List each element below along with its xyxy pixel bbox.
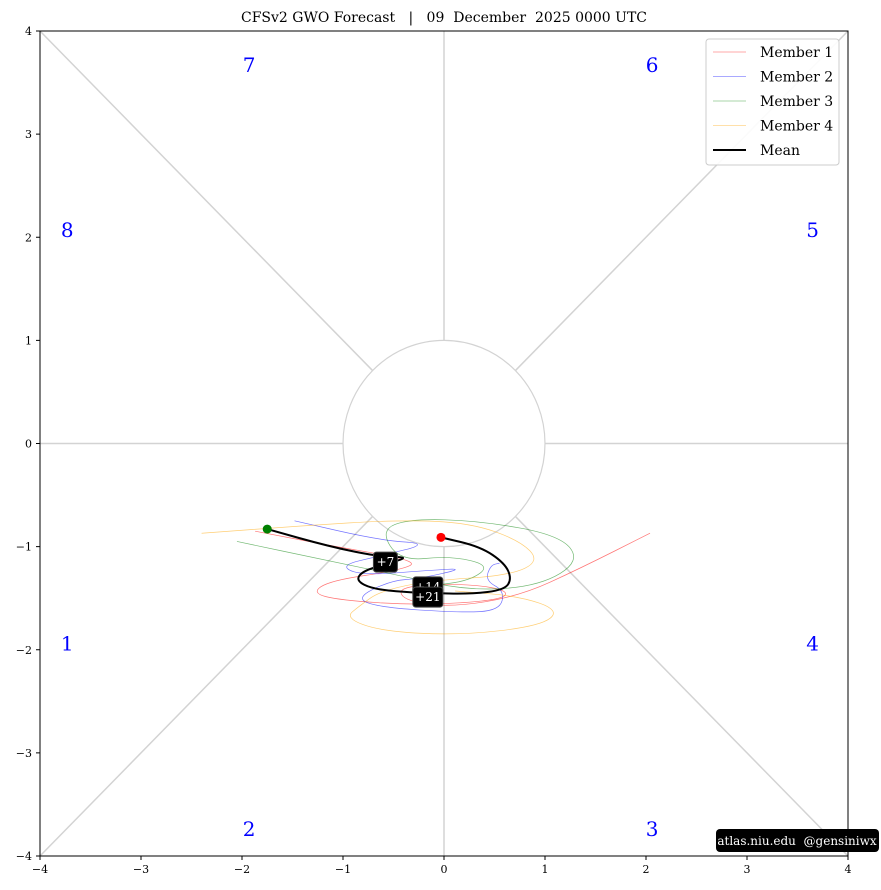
- y-tick-label: 2: [25, 231, 32, 244]
- phase-label-3: 3: [646, 817, 659, 841]
- credit-box: atlas.niu.edu @gensiniwx: [716, 829, 879, 852]
- chart-title: CFSv2 GWO Forecast | 09 December 2025 00…: [241, 10, 647, 26]
- phase-label-7: 7: [243, 53, 256, 77]
- credit-text: atlas.niu.edu @gensiniwx: [717, 834, 877, 848]
- phase-label-4: 4: [806, 632, 819, 656]
- phase-grid: 1 2 3 4 5 6 7 8: [39, 30, 849, 857]
- phase-label-8: 8: [61, 218, 74, 242]
- unit-circle: [342, 339, 546, 548]
- grid-diagonal: [39, 515, 374, 857]
- x-tick-label: 1: [542, 863, 549, 876]
- y-tick-label: 1: [25, 334, 32, 347]
- series-line-member-4: [201, 520, 554, 635]
- grid-diagonal: [39, 30, 374, 372]
- phase-label-6: 6: [646, 53, 659, 77]
- x-tick-label: 0: [441, 863, 448, 876]
- legend: Member 1 Member 2 Member 3 Member 4 Mean: [705, 38, 840, 166]
- day-label-box: [372, 551, 398, 573]
- phase-label-1: 1: [61, 632, 74, 656]
- x-tick-label: 3: [744, 863, 751, 876]
- x-tick-label: 2: [643, 863, 650, 876]
- start-point: [262, 524, 272, 534]
- legend-label: Member 3: [760, 94, 833, 110]
- legend-label: Member 2: [760, 70, 833, 86]
- legend-label: Member 4: [760, 119, 833, 135]
- y-tick-label: −4: [16, 850, 32, 863]
- y-tick-label: −1: [16, 541, 32, 554]
- end-point: [436, 532, 446, 542]
- series-line-member-2: [294, 520, 503, 613]
- day-label: +21: [415, 590, 440, 604]
- phase-label-2: 2: [243, 817, 256, 841]
- y-tick-label: −3: [16, 747, 32, 760]
- day-label: +7: [377, 555, 395, 569]
- y-tick-label: 4: [25, 25, 32, 38]
- marks-group: +7+14+21: [262, 524, 446, 608]
- phase-label-5: 5: [806, 218, 819, 242]
- y-tick-label: 0: [25, 438, 32, 451]
- legend-label: Member 1: [760, 45, 833, 61]
- x-tick-label: −3: [133, 863, 149, 876]
- legend-box: [705, 38, 840, 166]
- series-line-member-1: [255, 530, 651, 606]
- axis-ticks: −4 −3 −2 −1 0 1 2 3 4 −4 −3 −2 −1 0 1 2 3 4: [16, 25, 852, 876]
- x-tick-label: 4: [845, 863, 852, 876]
- series-line-member-3: [236, 519, 574, 590]
- y-tick-label: 3: [25, 128, 32, 141]
- grid-diagonal: [514, 515, 849, 857]
- x-tick-label: −4: [32, 863, 48, 876]
- x-tick-label: −2: [234, 863, 250, 876]
- y-tick-label: −2: [16, 644, 32, 657]
- day-label-box: [412, 586, 444, 608]
- x-tick-label: −1: [335, 863, 351, 876]
- legend-label: Mean: [760, 143, 800, 159]
